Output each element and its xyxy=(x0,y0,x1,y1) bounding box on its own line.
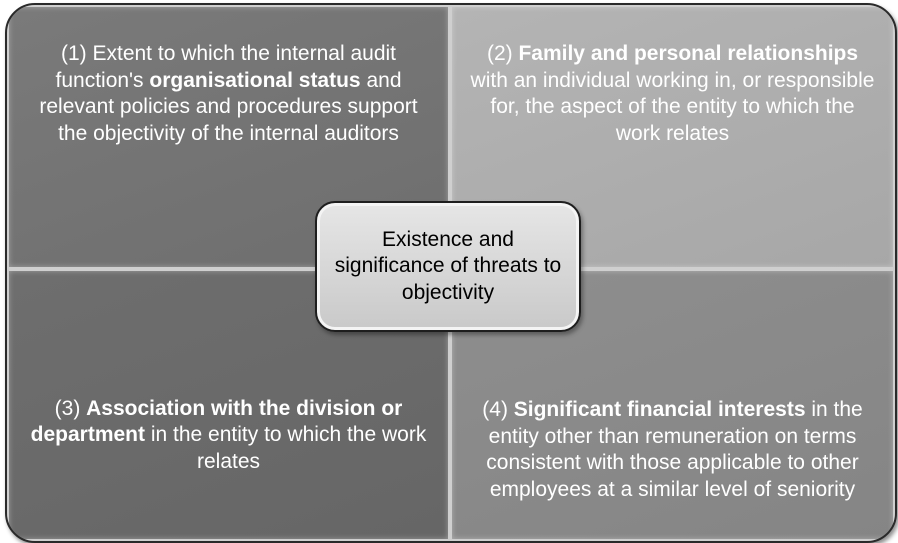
quadrant-organisational-status: (1) Extent to which the internal audit f… xyxy=(7,5,450,269)
quadrant-text-bold: organisational status xyxy=(149,68,361,92)
quadrant-text-post: and relevant policies and procedures sup… xyxy=(39,68,418,145)
quadrant-text-post: in the entity to which the work relates xyxy=(145,423,427,473)
quadrant-text-post: with an individual working in, or respon… xyxy=(470,68,875,145)
center-box: Existence and significance of threats to… xyxy=(315,201,581,332)
quadrant-text-pre: (4) xyxy=(482,398,514,421)
quadrant-text-bold: Family and personal relationships xyxy=(518,42,859,65)
quadrant-text: (2) Family and personal relationships wi… xyxy=(468,41,877,147)
threats-matrix: (1) Extent to which the internal audit f… xyxy=(5,3,897,543)
quadrant-text-pre: (2) xyxy=(486,42,519,65)
quadrant-text-bold: Association with the division or departm… xyxy=(30,396,403,447)
quadrant-text-bold: Significant financial interests xyxy=(513,398,806,421)
quadrant-text: (1) Extent to which the internal audit f… xyxy=(23,41,434,147)
quadrant-text-pre: (3) xyxy=(54,396,87,420)
quadrant-text: (4) Significant financial interests in t… xyxy=(464,397,881,503)
quadrant-financial-interests: (4) Significant financial interests in t… xyxy=(450,269,895,541)
quadrant-text: (3) Association with the division or dep… xyxy=(19,396,438,476)
quadrant-family-relationships: (2) Family and personal relationships wi… xyxy=(450,5,895,269)
quadrant-text-post: in the entity other than remuneration on… xyxy=(486,398,863,501)
quadrant-text-pre: (1) Extent to which the internal audit f… xyxy=(55,42,397,92)
center-text: Existence and significance of threats to… xyxy=(334,227,562,304)
